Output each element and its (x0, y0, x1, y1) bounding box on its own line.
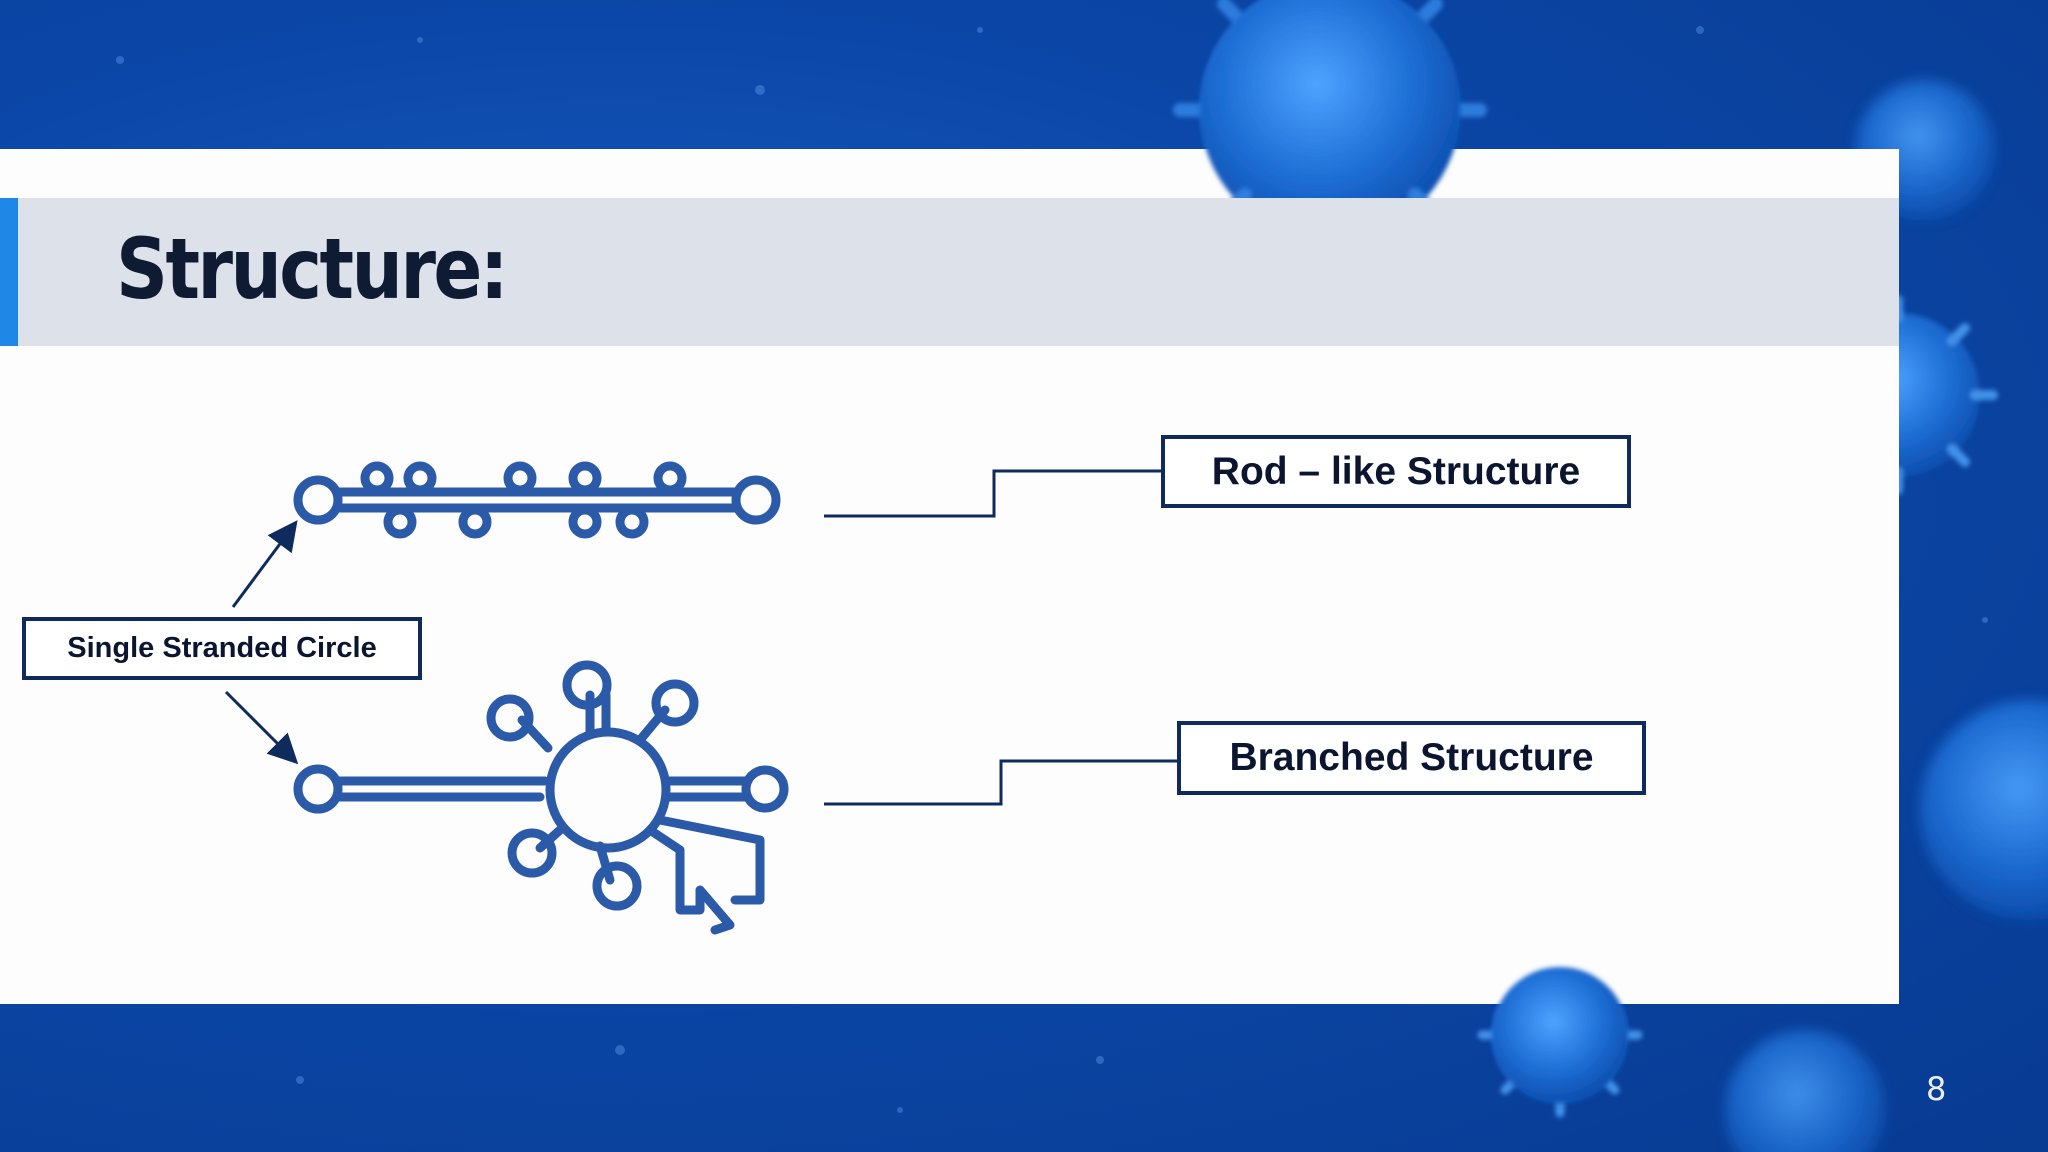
particle-dots (116, 26, 1988, 1113)
virus-icon (1725, 1030, 1885, 1152)
arrow-to-branched (224, 690, 299, 765)
virus-icon (1920, 700, 2048, 920)
page-number: 8 (1926, 1070, 1947, 1108)
branched-structure-label: Branched Structure (1177, 721, 1646, 795)
title-band (0, 198, 1899, 346)
connector-branched (824, 759, 1177, 806)
branched-structure-icon (293, 660, 789, 935)
connector-rod (824, 469, 1161, 518)
arrow-to-rod (231, 520, 298, 608)
rod-like-structure-icon (293, 461, 781, 539)
rod-like-structure-label: Rod – like Structure (1161, 435, 1631, 508)
single-stranded-circle-label: Single Stranded Circle (22, 617, 422, 680)
title-accent-bar (0, 198, 18, 346)
page-title: Structure: (116, 220, 509, 318)
